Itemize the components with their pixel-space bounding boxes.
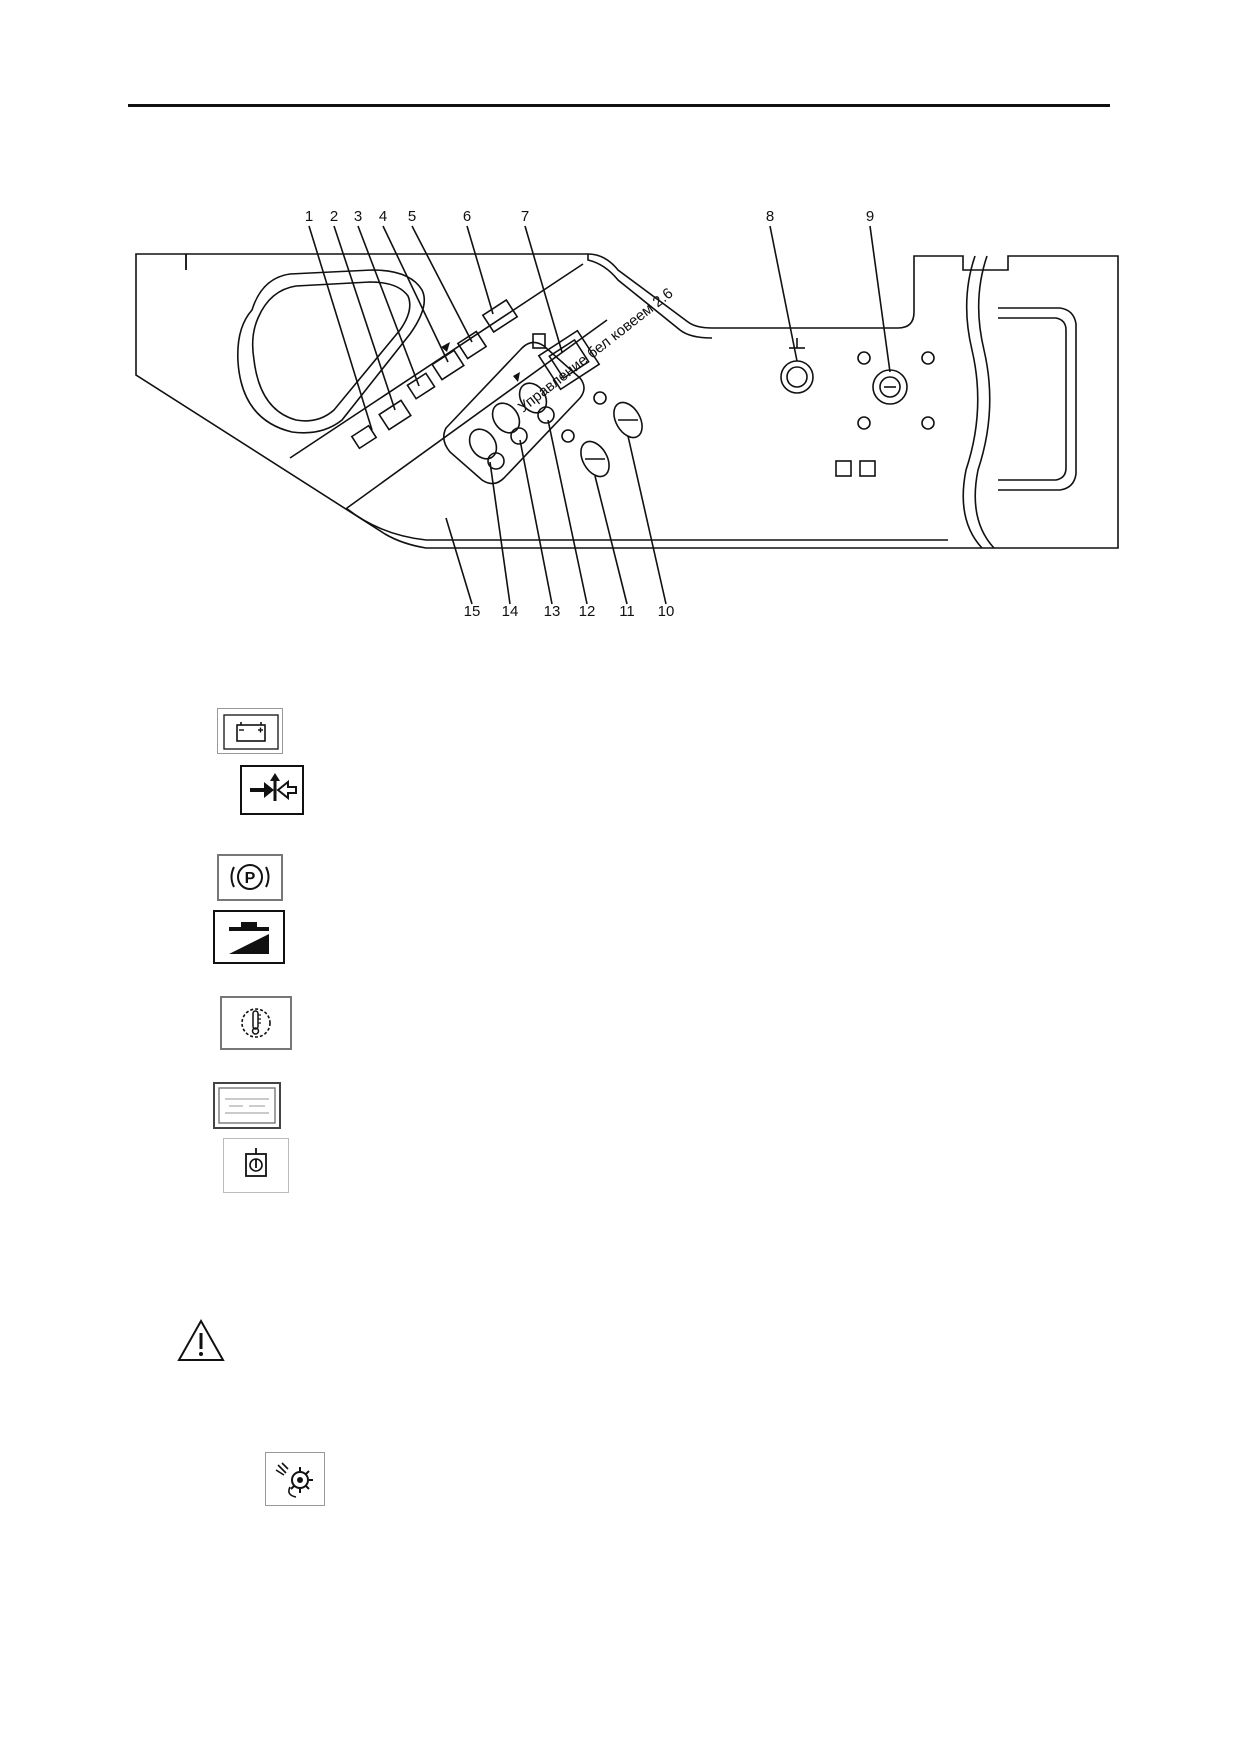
header-rule <box>128 104 1110 107</box>
warning-triangle-icon <box>177 1318 225 1361</box>
parking-brake-icon: P <box>217 854 283 901</box>
callout-15: 15 <box>464 603 481 620</box>
callout-12: 12 <box>579 603 596 620</box>
callout-7: 7 <box>521 208 529 225</box>
battery-icon <box>217 708 283 754</box>
hydraulic-arrows-icon <box>240 765 304 815</box>
membrane-panel-caption: Управление бел ковеем 2.6 <box>515 285 676 416</box>
callout-9: 9 <box>866 208 874 225</box>
callout-8: 8 <box>766 208 774 225</box>
tilt-icon <box>213 910 285 964</box>
callout-2: 2 <box>330 208 338 225</box>
callout-3: 3 <box>354 208 362 225</box>
power-switch-icon <box>223 1138 289 1193</box>
display-window-icon <box>213 1082 281 1129</box>
callout-13: 13 <box>544 603 561 620</box>
callout-5: 5 <box>408 208 416 225</box>
callout-10: 10 <box>658 603 675 620</box>
callout-11: 11 <box>619 603 635 620</box>
temperature-icon <box>220 996 292 1050</box>
callout-6: 6 <box>463 208 471 225</box>
callout-4: 4 <box>379 208 387 225</box>
rotary-sprayer-icon <box>265 1452 325 1506</box>
callout-14: 14 <box>502 603 519 620</box>
callout-1: 1 <box>305 208 313 225</box>
svg-text:P: P <box>245 870 256 887</box>
control-panel-diagram: Управление бел ковеем 2.6 1 2 3 4 5 6 7 … <box>135 208 1119 620</box>
